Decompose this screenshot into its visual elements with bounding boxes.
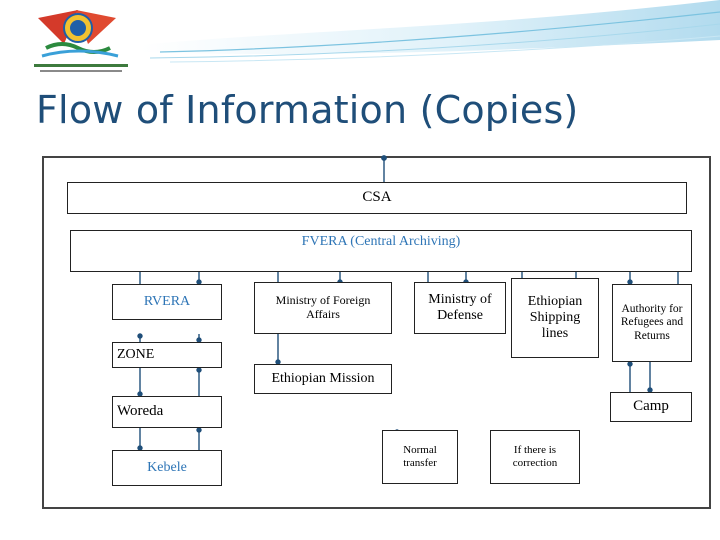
node-camp-label: Camp (633, 398, 669, 415)
node-mofa: Ministry of Foreign Affairs (254, 282, 392, 334)
legend-correction-label: If there is correction (512, 444, 558, 469)
node-mission-label: Ethiopian Mission (271, 370, 375, 386)
slide-title: Flow of Information (Copies) (36, 88, 579, 132)
node-esl-label: Ethiopian Shipping lines (527, 293, 583, 342)
node-csa: CSA (67, 182, 687, 214)
node-csa-label: CSA (362, 189, 392, 206)
node-esl: Ethiopian Shipping lines (511, 278, 599, 358)
node-woreda: Woreda (112, 396, 222, 428)
organization-logo (18, 4, 144, 78)
node-rvera-label: RVERA (143, 293, 191, 309)
node-kebele: Kebele (112, 450, 222, 486)
node-mod: Ministry of Defense (414, 282, 506, 334)
node-zone-label: ZONE (117, 346, 155, 362)
legend-correction: If there is correction (490, 430, 580, 484)
node-fvera-label: FVERA (Central Archiving) (301, 234, 461, 249)
node-arra-label: Authority for Refugees and Returns (620, 303, 684, 342)
node-rvera: RVERA (112, 284, 222, 320)
legend-normal-transfer: Normal transfer (382, 430, 458, 484)
node-mission: Ethiopian Mission (254, 364, 392, 394)
header-band (0, 0, 720, 80)
diagram-frame (42, 156, 711, 509)
node-camp: Camp (610, 392, 692, 422)
legend-normal-label: Normal transfer (403, 444, 437, 469)
node-arra: Authority for Refugees and Returns (612, 284, 692, 362)
node-mofa-label: Ministry of Foreign Affairs (275, 293, 371, 321)
node-fvera: FVERA (Central Archiving) (70, 230, 692, 272)
node-woreda-label: Woreda (117, 403, 164, 420)
node-zone: ZONE (112, 342, 222, 368)
node-mod-label: Ministry of Defense (428, 291, 492, 323)
node-kebele-label: Kebele (147, 459, 187, 475)
